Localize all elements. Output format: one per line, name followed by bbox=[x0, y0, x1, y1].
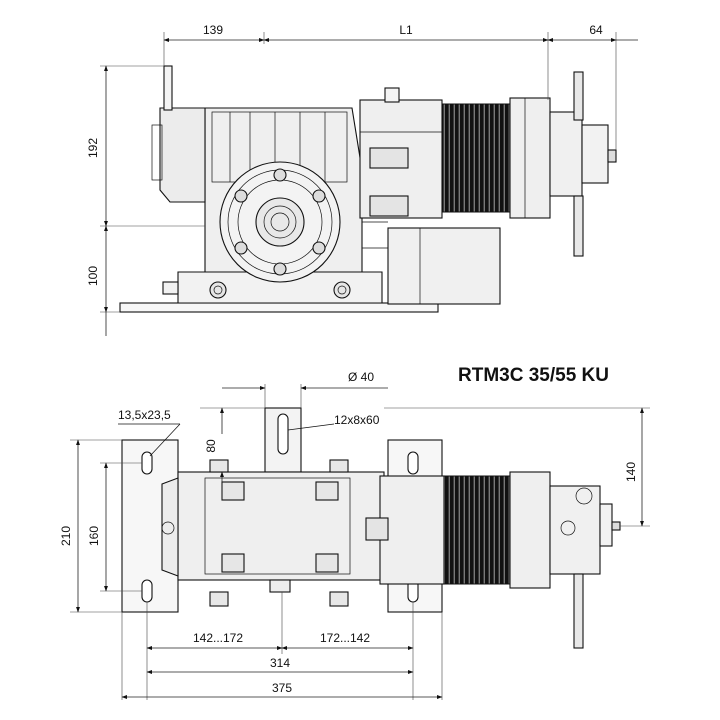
mounting-bolt bbox=[209, 459, 229, 473]
bolt-hole bbox=[273, 262, 287, 276]
top-view: Ø 40 12x8x60 13,5x23,5 80 140 210 160 bbox=[59, 370, 650, 700]
dim-right-height: 140 bbox=[624, 462, 638, 482]
motor-stator-top bbox=[443, 475, 511, 585]
hand-crank-top bbox=[573, 573, 584, 649]
gearbox-body-top bbox=[177, 471, 385, 581]
bolt-hole bbox=[312, 241, 326, 255]
bolt-hole bbox=[234, 241, 248, 255]
left-cover bbox=[159, 107, 206, 203]
dim-width-total: 210 bbox=[59, 526, 73, 546]
mounting-bolt bbox=[209, 591, 229, 607]
bolt-hole bbox=[273, 168, 287, 182]
dim-slot-size: 13,5x23,5 bbox=[118, 408, 171, 422]
dim-192: 192 bbox=[86, 138, 100, 158]
dim-shaft-height: 80 bbox=[204, 439, 218, 453]
dim-width-holes: 160 bbox=[87, 526, 101, 546]
mounting-bolt bbox=[329, 459, 349, 473]
mounting-bolt bbox=[333, 281, 351, 299]
bolt-hole bbox=[234, 189, 248, 203]
front-view: 139 L1 64 192 100 bbox=[86, 23, 638, 336]
terminal-box bbox=[387, 227, 501, 305]
model-title: RTM3C 35/55 KU bbox=[458, 365, 609, 386]
dim-span-right: 172...142 bbox=[320, 631, 370, 645]
dim-100: 100 bbox=[86, 266, 100, 286]
dim-keyway: 12x8x60 bbox=[334, 413, 380, 427]
bolt-hole bbox=[312, 189, 326, 203]
slot bbox=[141, 579, 153, 603]
dim-shaft-diameter: Ø 40 bbox=[348, 370, 374, 384]
dim-64: 64 bbox=[589, 23, 603, 37]
keyway bbox=[277, 413, 289, 455]
motor-end-cap bbox=[509, 97, 551, 219]
dim-314: 314 bbox=[270, 656, 290, 670]
mounting-bolt bbox=[209, 281, 227, 299]
dim-139: 139 bbox=[203, 23, 223, 37]
dim-span-left: 142...172 bbox=[193, 631, 243, 645]
slot bbox=[407, 451, 419, 475]
dim-375: 375 bbox=[272, 681, 292, 695]
motor-stator bbox=[441, 103, 511, 213]
hand-crank bbox=[573, 71, 584, 121]
dim-l1: L1 bbox=[399, 23, 413, 37]
mounting-bolt bbox=[329, 591, 349, 607]
